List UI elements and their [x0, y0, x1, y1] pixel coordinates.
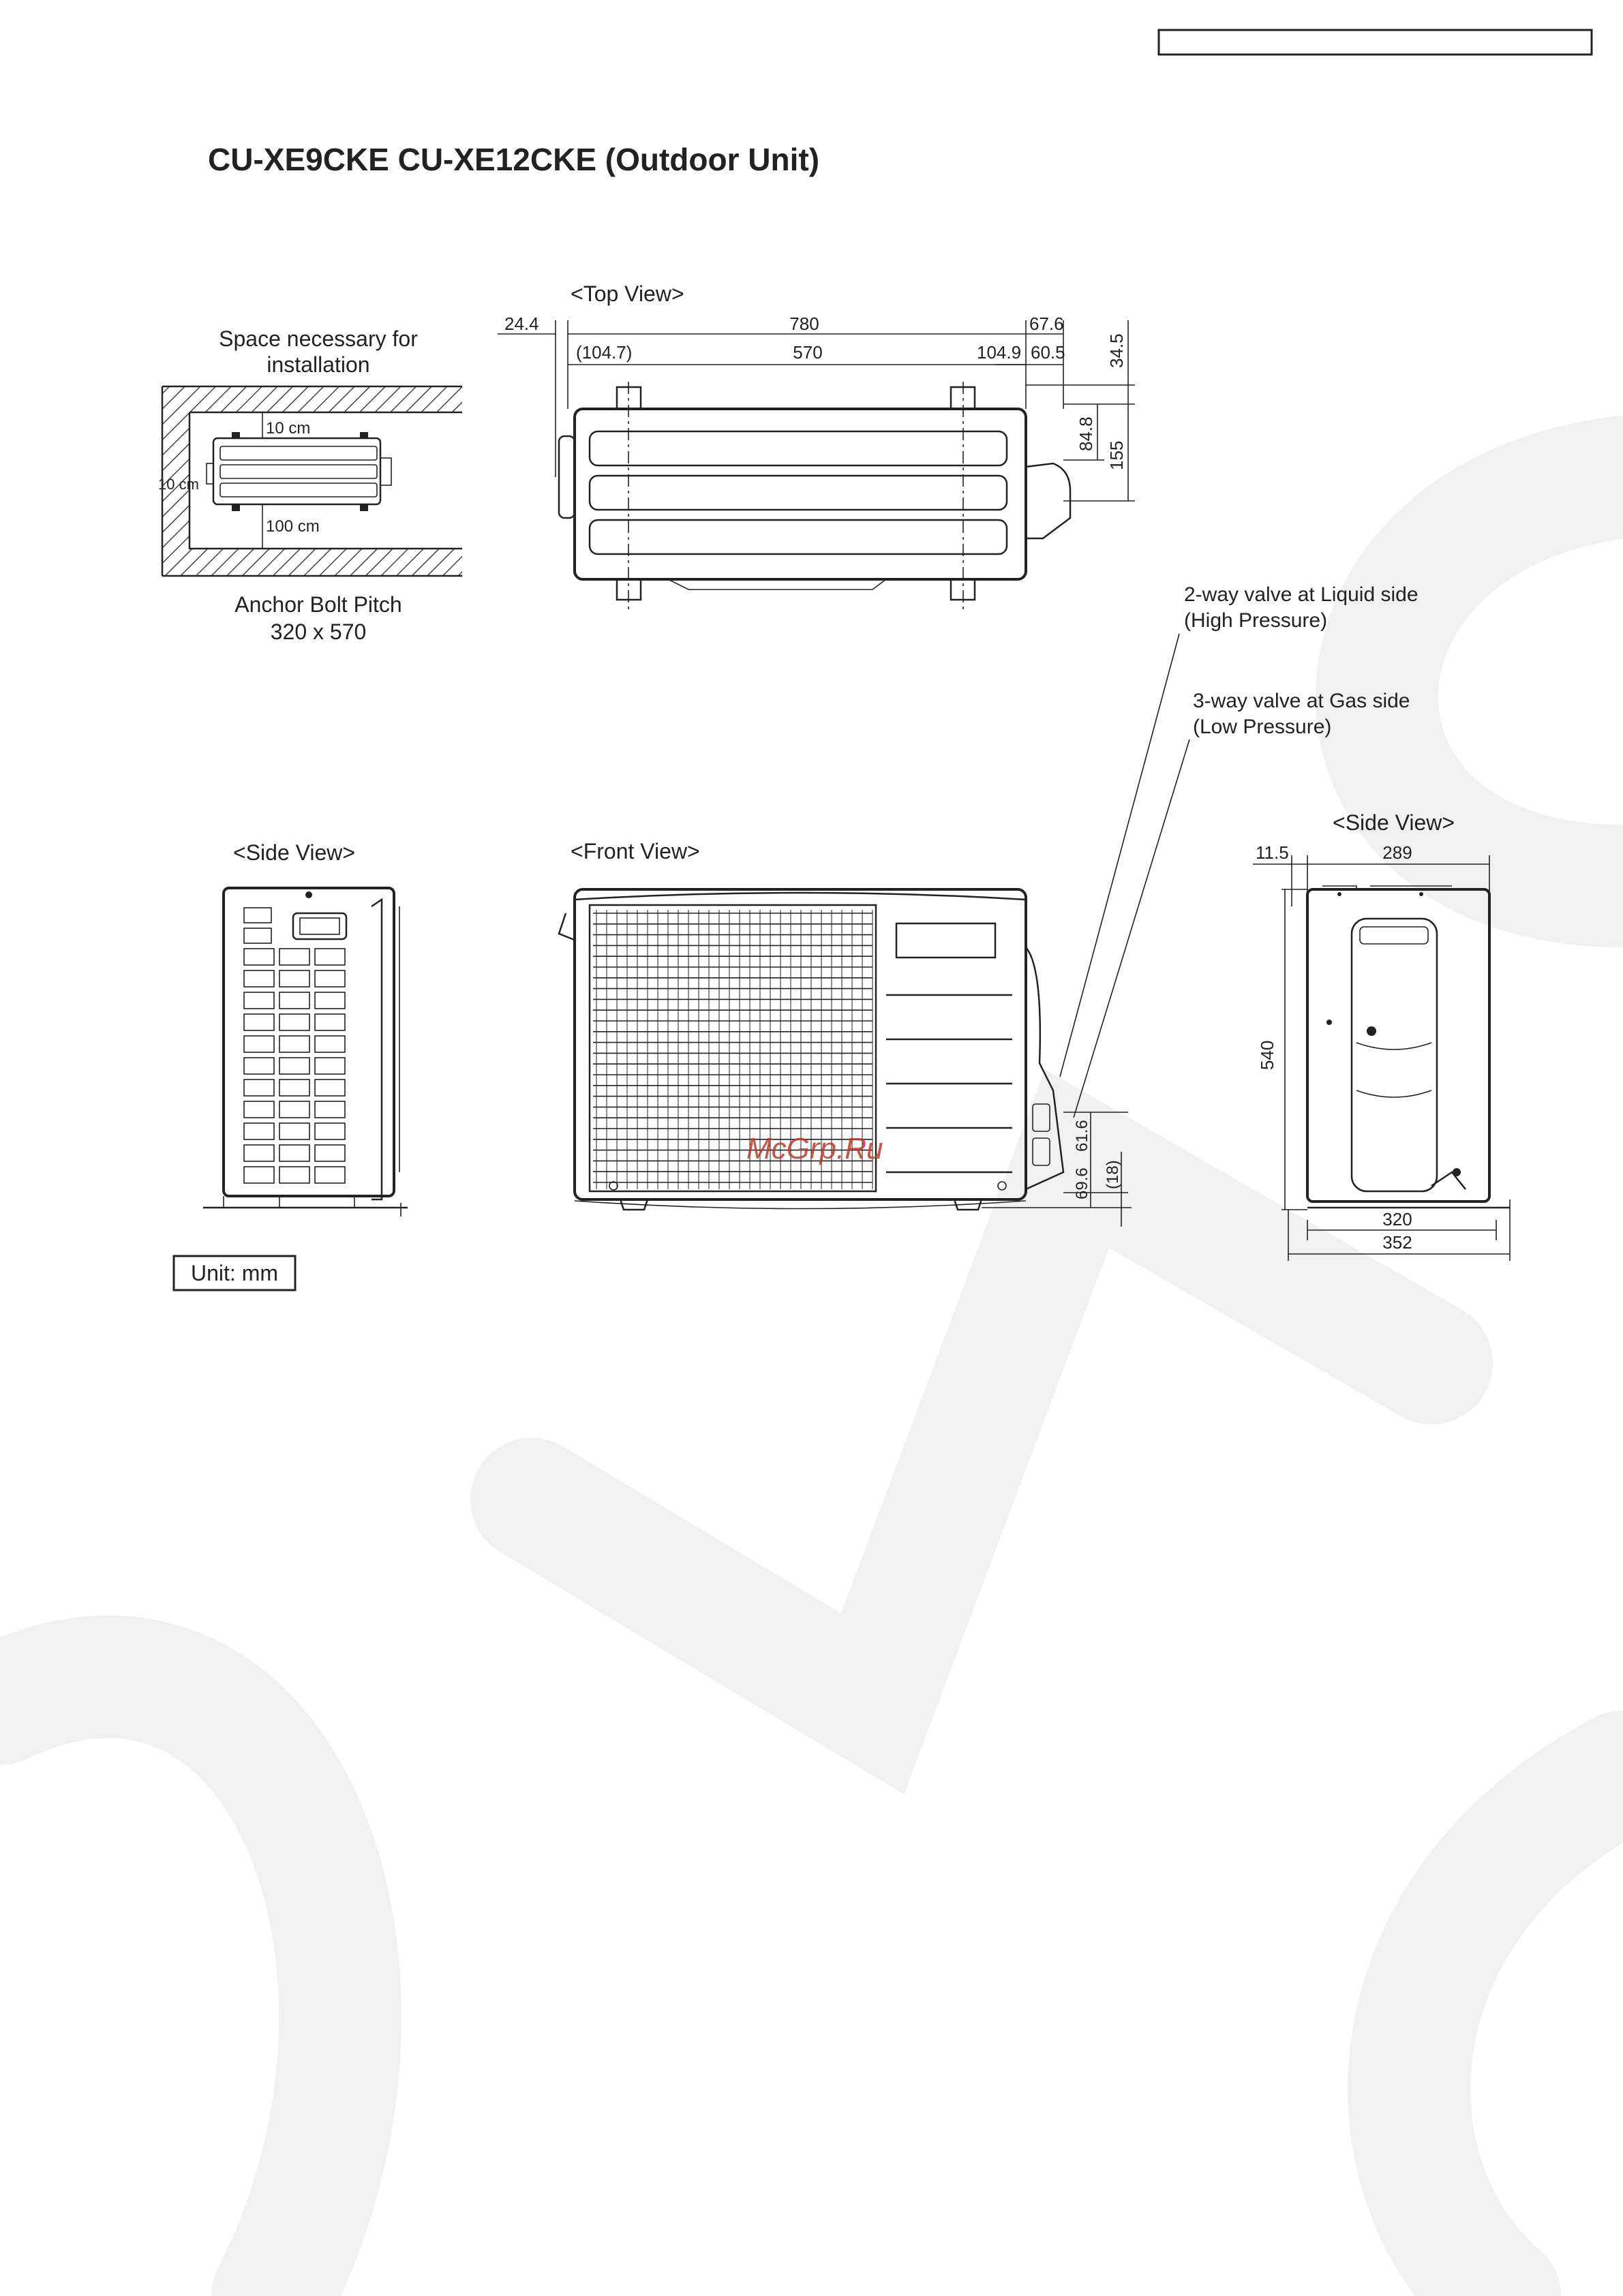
- front-clearance: 100 cm: [266, 517, 320, 536]
- grille-cell: [314, 1144, 346, 1162]
- grille-cell: [243, 970, 275, 988]
- grille-cell: [279, 1079, 310, 1097]
- background-logo: [0, 416, 1623, 2296]
- dim-left-bolt: (104.7): [576, 342, 632, 363]
- dim-valve-offset: 60.5: [1031, 342, 1065, 363]
- grille-cell: [243, 1057, 275, 1075]
- grille-cell: [279, 1166, 310, 1184]
- gas-valve-line-1: 3-way valve at Gas side: [1193, 690, 1410, 712]
- dim-v1: 34.5: [1106, 333, 1127, 368]
- grille-cell: [314, 1013, 346, 1031]
- grille-cell: [314, 1057, 346, 1075]
- grille-cell: [243, 1122, 275, 1140]
- watermark: McGrp.Ru: [746, 1132, 883, 1165]
- grille-cell: [279, 970, 310, 988]
- grille-cell: [314, 948, 346, 966]
- right-side-title: <Side View>: [1333, 810, 1455, 835]
- top-view: <Top View> 24.4 780 67.6 (104.7) 570 104…: [498, 281, 1135, 613]
- grille-cell: [314, 1079, 346, 1097]
- grille-cell: [279, 948, 310, 966]
- right-side-view: <Side View> 11.5 289 540 320 352: [1253, 810, 1511, 1261]
- grille-cell: [279, 1013, 310, 1031]
- space-title-2: installation: [267, 352, 369, 377]
- dim-front-a: 69.6: [1073, 1167, 1091, 1199]
- grille-cell: [243, 1079, 275, 1097]
- grille-cell: [314, 992, 346, 1009]
- grille-cell: [279, 992, 310, 1009]
- grille-cell: [314, 1035, 346, 1053]
- grille-cell: [279, 1122, 310, 1140]
- top-clearance: 10 cm: [266, 419, 310, 438]
- grille-cell: [279, 1101, 310, 1118]
- dim-right-offset: 11.5: [1256, 842, 1289, 863]
- dim-right-bolt: 320: [1382, 1209, 1412, 1229]
- dim-right-offset: 67.6: [1029, 313, 1064, 334]
- front-view-title: <Front View>: [571, 839, 700, 863]
- unit-label-box: [172, 1255, 297, 1291]
- grille-cell: [243, 1101, 275, 1118]
- liquid-valve-line-1: 2-way valve at Liquid side: [1184, 583, 1419, 606]
- grille-cell: [314, 1101, 346, 1118]
- top-view-title: <Top View>: [571, 281, 684, 306]
- header-box: [1157, 29, 1593, 56]
- dim-bolt-pitch: 570: [793, 342, 822, 363]
- front-view: <Front View> 69.6 61.6 (18) McGrp.Ru: [558, 839, 1132, 1227]
- dim-right-depth: 289: [1382, 842, 1412, 863]
- dim-v2: 84.8: [1076, 416, 1096, 451]
- grille-cell: [279, 1144, 310, 1162]
- dim-front-c: (18): [1104, 1160, 1122, 1189]
- grille-cell: [314, 1166, 346, 1184]
- liquid-valve-line-2: (High Pressure): [1184, 609, 1327, 632]
- dim-right-base: 352: [1382, 1232, 1412, 1253]
- fan-grille: [593, 910, 873, 1189]
- grille-cell: [243, 948, 275, 966]
- grille-cell: [243, 1144, 275, 1162]
- space-title-1: Space necessary for: [219, 326, 418, 351]
- dim-left-offset: 24.4: [504, 313, 539, 334]
- valve-labels: 2-way valve at Liquid side (High Pressur…: [1059, 583, 1419, 1118]
- dim-total-width: 780: [789, 313, 819, 334]
- grille-cell: [243, 1166, 275, 1184]
- left-side-title: <Side View>: [233, 840, 355, 865]
- side-clearance: 10 cm: [158, 476, 199, 493]
- gas-valve-line-2: (Low Pressure): [1193, 716, 1331, 738]
- grille-cell: [243, 992, 275, 1009]
- unit-label: Unit: mm: [191, 1261, 278, 1285]
- anchor-line-2: 320 x 570: [271, 619, 367, 644]
- space-diagram: Space necessary for installation 10 cm 1…: [158, 326, 462, 644]
- dim-v3: 155: [1106, 441, 1127, 470]
- dim-right-height: 540: [1257, 1041, 1277, 1070]
- left-side-view: <Side View>: [203, 840, 408, 1216]
- grille-cell: [243, 1035, 275, 1053]
- grille-cell: [314, 970, 346, 988]
- dim-right-bolt: 104.9: [977, 342, 1021, 363]
- anchor-line-1: Anchor Bolt Pitch: [234, 592, 401, 617]
- dim-front-b: 61.6: [1073, 1120, 1091, 1152]
- wall-hatch: [162, 386, 462, 576]
- grille-cell: [314, 1122, 346, 1140]
- grille-cell: [243, 1013, 275, 1031]
- side-grille: [243, 948, 346, 1184]
- grille-cell: [279, 1057, 310, 1075]
- page-title: CU-XE9CKE CU-XE12CKE (Outdoor Unit): [208, 142, 819, 177]
- grille-cell: [279, 1035, 310, 1053]
